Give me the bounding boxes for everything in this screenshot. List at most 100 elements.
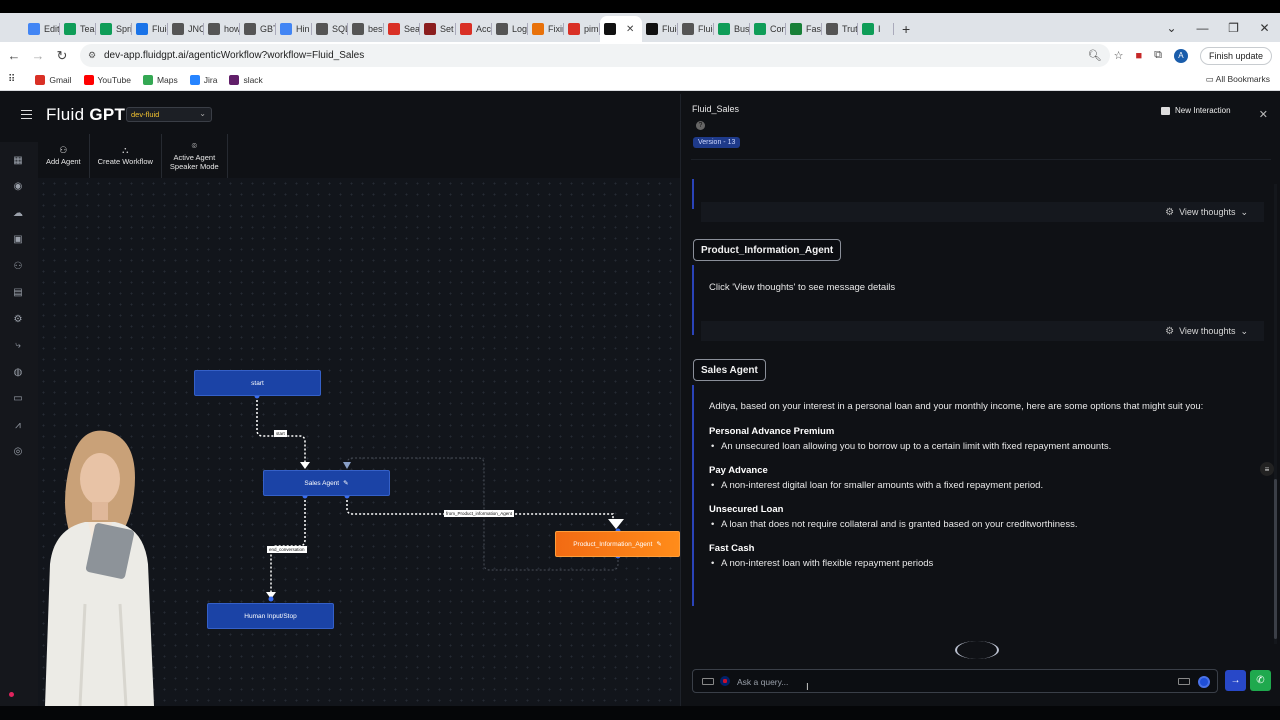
fluid-icon bbox=[604, 23, 616, 35]
node-human-input-stop[interactable]: Human Input/Stop bbox=[207, 603, 334, 629]
close-window-icon[interactable]: ✕ bbox=[1259, 20, 1270, 35]
browser-tab[interactable]: Spri bbox=[96, 16, 132, 42]
scrollbar-thumb[interactable] bbox=[1274, 479, 1277, 639]
keyboard-icon[interactable] bbox=[702, 678, 714, 685]
reload-icon[interactable]: ↻ bbox=[56, 47, 68, 63]
browser-tab[interactable]: Hin bbox=[276, 16, 312, 42]
apps-grid-icon[interactable]: ⠿ bbox=[8, 74, 16, 85]
radar-icon[interactable]: ◎ bbox=[13, 446, 23, 457]
browser-tab[interactable]: Fluid bbox=[642, 16, 678, 42]
extension-red-icon[interactable]: ■ bbox=[1135, 49, 1143, 62]
profile-avatar[interactable]: A bbox=[1173, 48, 1188, 63]
environment-select[interactable]: dev-fluid ⌄ bbox=[126, 107, 212, 122]
bookmark-item[interactable]: Maps bbox=[142, 74, 178, 85]
scrollbar-track[interactable] bbox=[1274, 184, 1277, 644]
globe-icon bbox=[316, 23, 328, 35]
view-thoughts-toggle[interactable]: ⚙ View thoughts ⌄ bbox=[701, 202, 1264, 222]
flow-icon[interactable]: ⤷ bbox=[15, 340, 21, 351]
browser-tab[interactable]: Fixir bbox=[528, 16, 564, 42]
site-info-icon[interactable]: ⚙ bbox=[88, 50, 97, 60]
browser-tab[interactable]: JNC bbox=[168, 16, 204, 42]
chat-icon[interactable]: ◉ bbox=[13, 181, 23, 192]
bookmark-item[interactable]: Jira bbox=[189, 74, 217, 85]
brand-logo: Fluid GPT bbox=[46, 105, 126, 124]
pencil-icon[interactable]: ✎ bbox=[343, 480, 349, 487]
browser-tab[interactable]: pim bbox=[564, 16, 600, 42]
settings-sliders-icon[interactable]: ≡ bbox=[1260, 462, 1274, 476]
grid-icon[interactable]: ▦ bbox=[13, 154, 23, 166]
sales-message: Aditya, based on your interest in a pers… bbox=[709, 399, 1239, 572]
analytics-icon[interactable]: ⩘ bbox=[15, 419, 21, 431]
cloud-icon[interactable]: ☁ bbox=[13, 207, 23, 219]
toolbar-workflow-button[interactable]: ⛬Create Workflow bbox=[90, 134, 162, 178]
browser-tab[interactable]: Set bbox=[420, 16, 456, 42]
chat-add-icon bbox=[1161, 106, 1170, 115]
browser-tab[interactable]: GBT bbox=[240, 16, 276, 42]
browser-tab[interactable]: Sea bbox=[384, 16, 420, 42]
new-interaction-button[interactable]: New Interaction bbox=[1161, 106, 1231, 115]
message-feed[interactable]: ⚙ View thoughts ⌄ Product_Information_Ag… bbox=[681, 179, 1280, 659]
keyboard-icon[interactable] bbox=[1178, 678, 1190, 685]
browser-tab[interactable]: Tear bbox=[60, 16, 96, 42]
message-icon[interactable]: ▭ bbox=[13, 393, 23, 404]
workflow-canvas[interactable]: start Sales Agent✎ Product_Information_A… bbox=[38, 178, 680, 706]
call-button[interactable]: ✆ bbox=[1250, 670, 1271, 691]
new-tab-icon[interactable]: + bbox=[902, 21, 911, 37]
browser-tab[interactable]: Busi bbox=[714, 16, 750, 42]
language-flag-icon[interactable] bbox=[720, 676, 730, 686]
minimize-icon[interactable]: — bbox=[1196, 20, 1209, 35]
forward-icon[interactable]: → bbox=[31, 48, 45, 63]
browser-tab[interactable]: Fast bbox=[786, 16, 822, 42]
bookmark-item[interactable]: Gmail bbox=[35, 74, 72, 85]
browser-tab[interactable]: Con bbox=[750, 16, 786, 42]
tab-label: Busi bbox=[734, 24, 750, 34]
star-icon[interactable]: ☆ bbox=[1113, 50, 1124, 62]
tab-label: how bbox=[224, 24, 240, 34]
browser-tab[interactable]: SQL bbox=[312, 16, 348, 42]
gear-icon[interactable]: ⚙ bbox=[13, 313, 23, 325]
database-icon[interactable]: ◍ bbox=[13, 366, 23, 378]
loan-option-title: Unsecured Loan bbox=[709, 503, 784, 515]
edge-label-end-conversation: end_conversation bbox=[267, 546, 307, 553]
view-thoughts-label: View thoughts bbox=[1179, 207, 1236, 217]
browser-tab[interactable]: ✕ bbox=[600, 16, 642, 42]
browser-tab[interactable]: Fluid bbox=[132, 16, 168, 42]
toolbar-person-add-button[interactable]: ⚇Add Agent bbox=[38, 134, 90, 178]
browser-tab[interactable]: Fluid bbox=[678, 16, 714, 42]
restore-icon[interactable]: ❐ bbox=[1228, 20, 1239, 35]
query-input[interactable] bbox=[737, 674, 1157, 690]
browser-tab[interactable]: Edit bbox=[24, 16, 60, 42]
briefcase-icon[interactable]: ▤ bbox=[13, 287, 23, 298]
url-field[interactable]: ⚙ dev-app.fluidgpt.ai/agenticWorkflow?wo… bbox=[80, 44, 1110, 67]
browser-tab[interactable]: Log bbox=[492, 16, 528, 42]
bookmark-item[interactable]: slack bbox=[229, 74, 263, 85]
back-icon[interactable]: ← bbox=[7, 48, 21, 63]
browser-tab[interactable]: Trut bbox=[822, 16, 858, 42]
puzzle-icon[interactable]: ⧉ bbox=[1154, 49, 1162, 61]
all-bookmarks-link[interactable]: ▭ All Bookmarks bbox=[1205, 74, 1270, 84]
node-start[interactable]: start bbox=[194, 370, 321, 396]
finish-update-button[interactable]: Finish update bbox=[1199, 46, 1272, 65]
menu-icon[interactable] bbox=[21, 110, 32, 119]
users-gear-icon[interactable]: ⚇ bbox=[13, 260, 23, 272]
help-icon[interactable]: ? bbox=[696, 121, 705, 130]
pencil-icon[interactable]: ✎ bbox=[656, 541, 662, 548]
close-tab-icon[interactable]: ✕ bbox=[626, 23, 635, 35]
robot-icon[interactable]: ▣ bbox=[13, 234, 23, 245]
view-thoughts-toggle[interactable]: ⚙ View thoughts ⌄ bbox=[701, 321, 1264, 341]
chevron-down-icon[interactable]: ⌄ bbox=[1166, 20, 1177, 35]
node-product-information-agent[interactable]: Product_Information_Agent✎ bbox=[555, 531, 680, 557]
bookmark-item[interactable]: YouTube bbox=[83, 74, 131, 85]
toolbar-speaker-mode-button[interactable]: ⌾Active Agent Speaker Mode bbox=[162, 134, 228, 178]
node-sales-agent[interactable]: Sales Agent✎ bbox=[263, 470, 390, 496]
browser-tab[interactable]: how bbox=[204, 16, 240, 42]
tab-label: Acc bbox=[476, 24, 492, 34]
edge-label-from-product: from_Product_information_Agent bbox=[444, 510, 515, 517]
browser-tab[interactable]: I bbox=[858, 16, 894, 42]
zoom-icon[interactable]: 🔍︎ bbox=[1087, 50, 1102, 62]
send-button[interactable]: → bbox=[1225, 670, 1246, 691]
browser-tab[interactable]: best bbox=[348, 16, 384, 42]
close-icon[interactable]: ✕ bbox=[1258, 109, 1268, 121]
browser-tab[interactable]: Acc bbox=[456, 16, 492, 42]
microphone-icon[interactable] bbox=[1198, 676, 1210, 688]
